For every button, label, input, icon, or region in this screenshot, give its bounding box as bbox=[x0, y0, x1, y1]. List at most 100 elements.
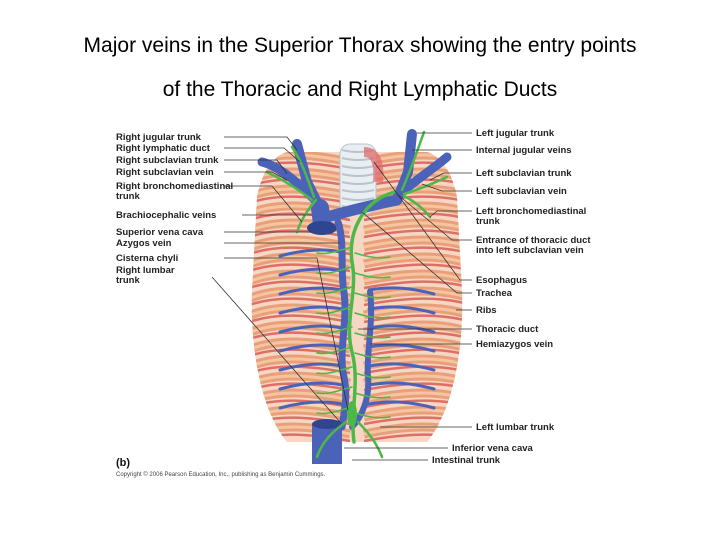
rib-highlight bbox=[363, 255, 463, 270]
trachea-ring bbox=[341, 197, 375, 201]
label-right-lumbar-trunk: trunk bbox=[116, 275, 140, 286]
lymph-branch bbox=[354, 292, 391, 299]
label-cisterna-chyli: Cisterna chyli bbox=[116, 253, 178, 264]
label-superior-vena-cava: Superior vena cava bbox=[116, 227, 204, 238]
label-thoracic-duct: Thoracic duct bbox=[476, 324, 539, 335]
rib-highlight bbox=[363, 204, 463, 219]
label-intestinal-trunk: Intestinal trunk bbox=[432, 455, 501, 466]
intercostal-vein bbox=[367, 324, 436, 334]
intercostal-vein bbox=[278, 324, 344, 334]
label-left-bronchomediastinal-trunk: trunk bbox=[476, 216, 500, 227]
leader-lines bbox=[211, 132, 472, 461]
rib-highlight bbox=[363, 272, 463, 287]
lymph-branch bbox=[316, 246, 353, 255]
rib-highlight bbox=[363, 408, 463, 423]
intercostal-vein bbox=[278, 267, 344, 277]
rib-highlight bbox=[363, 221, 463, 236]
rib-highlight bbox=[363, 306, 463, 321]
label-hemiazygos-vein: Hemiazygos vein bbox=[476, 339, 553, 350]
label-right-lymphatic-duct: Right lymphatic duct bbox=[116, 143, 211, 154]
lymph-branch bbox=[316, 266, 353, 275]
label-left-subclavian-vein: Left subclavian vein bbox=[476, 186, 567, 197]
label-right-bronchomediastinal: Right bronchomediastinal bbox=[116, 181, 233, 192]
lymphatic-vessels bbox=[265, 130, 449, 459]
lymph-branch bbox=[316, 326, 353, 335]
intercostal-vein bbox=[367, 286, 436, 296]
lymph-branch bbox=[354, 332, 391, 339]
label-right-subclavian-vein: Right subclavian vein bbox=[116, 167, 214, 178]
lymph-branches bbox=[316, 246, 391, 419]
intercostal-muscle bbox=[363, 280, 463, 293]
intercostal-muscle bbox=[363, 314, 463, 327]
label-right-lumbar: Right lumbar bbox=[116, 265, 175, 276]
intercostal-vein bbox=[278, 286, 344, 296]
label-brachiocephalic-veins: Brachiocephalic veins bbox=[116, 210, 216, 221]
intercostal-muscle bbox=[363, 212, 463, 225]
lymph-branch bbox=[354, 272, 391, 279]
lymph-branch bbox=[354, 352, 391, 359]
label-right-bronchomediastinal-trunk: trunk bbox=[116, 191, 140, 202]
intercostal-muscle bbox=[363, 399, 463, 412]
label-internal-jugular-veins: Internal jugular veins bbox=[476, 145, 572, 156]
trachea-ring bbox=[341, 173, 375, 177]
lymph-branch bbox=[316, 366, 353, 375]
intercostal-muscle bbox=[363, 433, 463, 442]
intercostal-vein bbox=[278, 400, 344, 410]
intercostal-muscle bbox=[363, 382, 463, 395]
intercostal-muscle bbox=[363, 229, 463, 242]
intercostal-vein bbox=[367, 381, 436, 391]
label-left-bronchomediastinal: Left bronchomediastinal bbox=[476, 206, 586, 217]
left-labels: Right jugular trunk Right lymphatic duct… bbox=[116, 132, 233, 286]
rib-highlight bbox=[363, 238, 463, 253]
lymph-branch bbox=[316, 386, 353, 395]
intercostal-vein bbox=[278, 343, 344, 353]
lymph-branch bbox=[316, 346, 353, 355]
label-entrance-thoracic-duct-2: into left subclavian vein bbox=[476, 245, 584, 256]
trachea-ring bbox=[341, 189, 375, 193]
intercostal-muscle bbox=[363, 246, 463, 259]
lymph-branch bbox=[316, 406, 353, 415]
label-entrance-thoracic-duct: Entrance of thoracic duct bbox=[476, 235, 591, 246]
intercostal-vein bbox=[278, 381, 344, 391]
thorax-lymphatic-diagram: Right jugular trunk Right lymphatic duct… bbox=[116, 128, 591, 478]
intercostal-vein bbox=[278, 362, 344, 372]
lymph-branch bbox=[354, 312, 391, 319]
intercostal-muscle bbox=[363, 416, 463, 429]
trachea-ring bbox=[341, 181, 375, 185]
slide-title-line-1: Major veins in the Superior Thorax showi… bbox=[83, 34, 637, 57]
rib-highlight bbox=[363, 374, 463, 389]
intercostal-muscle bbox=[363, 263, 463, 276]
label-right-subclavian-trunk: Right subclavian trunk bbox=[116, 155, 219, 166]
intercostal-vein bbox=[367, 305, 436, 315]
copyright-line: Copyright © 2006 Pearson Education, Inc.… bbox=[116, 471, 326, 478]
intercostal-vein bbox=[278, 305, 344, 315]
label-right-jugular-trunk: Right jugular trunk bbox=[116, 132, 202, 143]
rib-highlight bbox=[363, 187, 463, 202]
lymph-branch bbox=[354, 392, 391, 399]
esophagus bbox=[363, 147, 384, 183]
lymph-branch bbox=[316, 306, 353, 315]
label-left-subclavian-trunk: Left subclavian trunk bbox=[476, 168, 572, 179]
label-esophagus: Esophagus bbox=[476, 275, 527, 286]
right-labels: Left jugular trunk Internal jugular vein… bbox=[432, 128, 591, 466]
label-trachea: Trachea bbox=[476, 288, 513, 299]
intercostal-vein bbox=[367, 400, 436, 410]
lymph-branch bbox=[354, 412, 391, 419]
label-left-jugular-trunk: Left jugular trunk bbox=[476, 128, 555, 139]
intercostal-vein bbox=[367, 362, 436, 372]
intercostal-vein bbox=[367, 343, 436, 353]
label-left-lumbar-trunk: Left lumbar trunk bbox=[476, 422, 555, 433]
lymph-branch bbox=[354, 252, 391, 259]
intercostal-muscle bbox=[363, 297, 463, 310]
slide-title-line-2: of the Thoracic and Right Lymphatic Duct… bbox=[162, 78, 558, 101]
trachea-ring bbox=[341, 165, 375, 169]
label-ribs: Ribs bbox=[476, 305, 497, 316]
lymph-branch bbox=[316, 286, 353, 295]
panel-label: (b) bbox=[116, 457, 130, 469]
rib-highlight bbox=[363, 323, 463, 338]
lymph-branch bbox=[354, 372, 391, 379]
label-azygos-vein: Azygos vein bbox=[116, 238, 172, 249]
intercostal-muscle bbox=[251, 297, 351, 310]
label-inferior-vena-cava: Inferior vena cava bbox=[452, 443, 534, 454]
intercostal-veins bbox=[278, 248, 436, 410]
